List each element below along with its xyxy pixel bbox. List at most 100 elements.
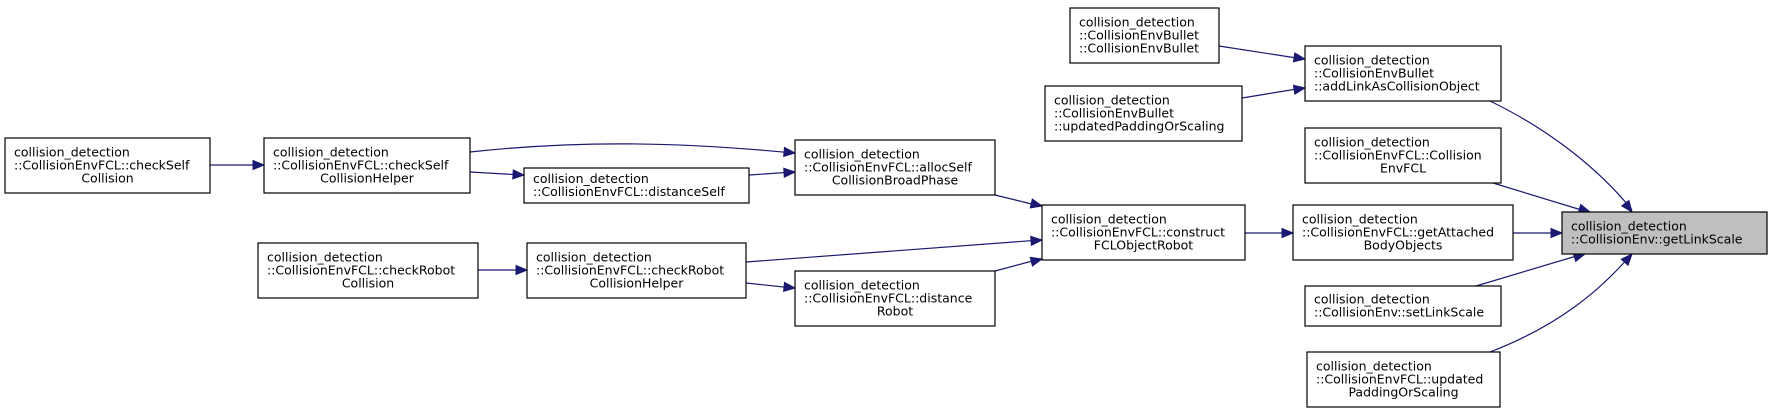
edge-checkRobotCollisionHelper-to-constructFCLObjectRobot (745, 235, 1044, 263)
node-label-line: Collision (342, 276, 394, 291)
edge-line (1489, 255, 1631, 353)
node-label-line: ::CollisionEnvBullet (1054, 106, 1174, 121)
node-label-line: ::CollisionEnvFCL::checkSelf (14, 158, 190, 173)
node-label-line: collision_detection (1571, 219, 1687, 234)
edge-checkSelfCollision-to-checkSelfCollisionHelper (210, 159, 266, 171)
node-label-line: collision_detection (14, 145, 130, 160)
edge-line (745, 239, 1041, 263)
node-label-line: collision_detection (1051, 212, 1167, 227)
edge-getAttachedBodyObjects-to-getLinkScale (1513, 227, 1564, 239)
node-updatedPaddingOrScalingBullet[interactable]: collision_detection::CollisionEnvBullet:… (1044, 85, 1243, 142)
node-label-line: EnvFCL (1380, 161, 1426, 176)
edge-line (1218, 45, 1304, 60)
node-distanceRobot[interactable]: collision_detection::CollisionEnvFCL::di… (794, 270, 996, 327)
node-box[interactable] (1044, 85, 1243, 142)
edge-checkRobotCollision-to-checkRobotCollisionHelper (478, 264, 529, 276)
node-setLinkScale[interactable]: collision_detection::CollisionEnv::setLi… (1304, 285, 1502, 327)
edge-updatedPaddingOrScalingFCL-to-getLinkScale (1489, 253, 1633, 353)
node-label-line: collision_detection (1314, 292, 1430, 307)
edge-addLinkAsCollisionObject-to-getLinkScale (1489, 100, 1633, 214)
edge-line (1475, 253, 1584, 287)
node-CollisionEnvBulletCtor[interactable]: collision_detection::CollisionEnvBullet:… (1069, 7, 1220, 64)
edge-checkSelfCollisionHelper-to-distanceSelf (469, 169, 526, 180)
edge-updatedPaddingOrScalingBullet-to-addLinkAsCollisionObject (1241, 84, 1307, 99)
node-checkSelfCollisionHelper[interactable]: collision_detection::CollisionEnvFCL::ch… (263, 137, 471, 194)
node-box[interactable] (794, 270, 996, 327)
node-label-line: CollisionBroadPhase (832, 173, 959, 188)
node-label-line: ::CollisionEnvBullet (1314, 66, 1434, 81)
node-box[interactable] (1041, 204, 1246, 261)
node-label-line: collision_detection (1079, 15, 1195, 30)
edge-checkSelfCollisionHelper-to-allocSelfCollisionBroadPhase (469, 143, 797, 158)
node-label-line: collision_detection (1054, 93, 1170, 108)
arrowhead-icon (252, 159, 266, 171)
node-box[interactable] (4, 137, 211, 194)
arrowhead-icon (783, 281, 797, 293)
node-box[interactable] (523, 167, 750, 204)
node-box[interactable] (1304, 127, 1502, 184)
node-box[interactable] (1304, 45, 1502, 102)
node-label-line: ::addLinkAsCollisionObject (1314, 79, 1480, 94)
node-box[interactable] (1304, 285, 1502, 327)
node-label-line: Collision (81, 171, 133, 186)
arrowhead-icon (1029, 198, 1044, 209)
node-label-line: ::CollisionEnv::getLinkScale (1571, 232, 1743, 247)
edge-CollisionEnvBulletCtor-to-addLinkAsCollisionObject (1218, 45, 1307, 63)
node-label-line: PaddingOrScaling (1348, 385, 1458, 400)
node-constructFCLObjectRobot[interactable]: collision_detection::CollisionEnvFCL::co… (1041, 204, 1246, 261)
edge-distanceRobot-to-constructFCLObjectRobot (994, 256, 1044, 272)
node-label-line: collision_detection (533, 171, 649, 186)
node-getAttachedBodyObjects[interactable]: collision_detection::CollisionEnvFCL::ge… (1292, 204, 1514, 261)
node-checkRobotCollision[interactable]: collision_detection::CollisionEnvFCL::ch… (257, 242, 479, 299)
arrowhead-icon (1281, 227, 1295, 239)
node-checkSelfCollision[interactable]: collision_detection::CollisionEnvFCL::ch… (4, 137, 211, 194)
edge-distanceSelf-to-allocSelfCollisionBroadPhase (748, 167, 797, 178)
node-label-line: collision_detection (267, 250, 383, 265)
arrowhead-icon (1029, 256, 1044, 267)
arrowhead-icon (1292, 52, 1307, 63)
node-addLinkAsCollisionObject[interactable]: collision_detection::CollisionEnvBullet:… (1304, 45, 1502, 102)
node-box[interactable] (263, 137, 471, 194)
node-updatedPaddingOrScalingFCL[interactable]: collision_detection::CollisionEnvFCL::up… (1306, 351, 1501, 408)
node-label-line: collision_detection (804, 278, 920, 293)
node-box[interactable] (257, 242, 479, 299)
node-box[interactable] (526, 242, 747, 299)
node-box[interactable] (1306, 351, 1501, 408)
node-label-line: ::CollisionEnvFCL::distanceSelf (533, 184, 725, 199)
edge-line (1492, 182, 1589, 213)
node-label-line: ::CollisionEnvFCL::construct (1051, 225, 1225, 240)
arrowhead-icon (1550, 227, 1564, 239)
node-label-line: ::CollisionEnvBullet (1079, 41, 1199, 56)
arrowhead-icon (1620, 253, 1633, 267)
node-allocSelfCollisionBroadPhase[interactable]: collision_detection::CollisionEnvFCL::al… (794, 139, 996, 196)
node-label-line: collision_detection (804, 147, 920, 162)
node-box[interactable] (794, 139, 996, 196)
node-label-line: collision_detection (1302, 212, 1418, 227)
nodes-layer: collision_detection::CollisionEnv::getLi… (4, 7, 1768, 408)
node-label-line: collision_detection (273, 145, 389, 160)
node-label-line: collision_detection (1314, 135, 1430, 150)
node-label-line: ::CollisionEnvFCL::getAttached (1302, 225, 1494, 240)
node-box[interactable] (1561, 211, 1768, 255)
node-box[interactable] (1292, 204, 1514, 261)
node-label-line: ::CollisionEnvFCL::checkRobot (536, 263, 724, 278)
arrowhead-icon (512, 169, 526, 180)
node-label-line: ::CollisionEnvFCL::Collision (1314, 148, 1482, 163)
edge-line (1241, 87, 1304, 99)
node-label-line: ::CollisionEnvFCL::allocSelf (804, 160, 973, 175)
node-label-line: FCLObjectRobot (1094, 238, 1194, 253)
edge-line (1489, 100, 1633, 211)
node-distanceSelf[interactable]: collision_detection::CollisionEnvFCL::di… (523, 167, 750, 204)
node-box[interactable] (1069, 7, 1220, 64)
node-getLinkScale[interactable]: collision_detection::CollisionEnv::getLi… (1561, 211, 1768, 255)
arrowhead-icon (783, 146, 797, 158)
node-checkRobotCollisionHelper[interactable]: collision_detection::CollisionEnvFCL::ch… (526, 242, 747, 299)
node-label-line: ::CollisionEnvFCL::checkSelf (273, 158, 449, 173)
node-label-line: collision_detection (1314, 53, 1430, 68)
node-CollisionEnvFCL[interactable]: collision_detection::CollisionEnvFCL::Co… (1304, 127, 1502, 184)
node-label-line: ::CollisionEnvFCL::distance (804, 291, 973, 306)
arrowhead-icon (1292, 84, 1307, 95)
edge-allocSelfCollisionBroadPhase-to-constructFCLObjectRobot (994, 194, 1044, 209)
node-label-line: ::CollisionEnvFCL::updated (1316, 372, 1483, 387)
